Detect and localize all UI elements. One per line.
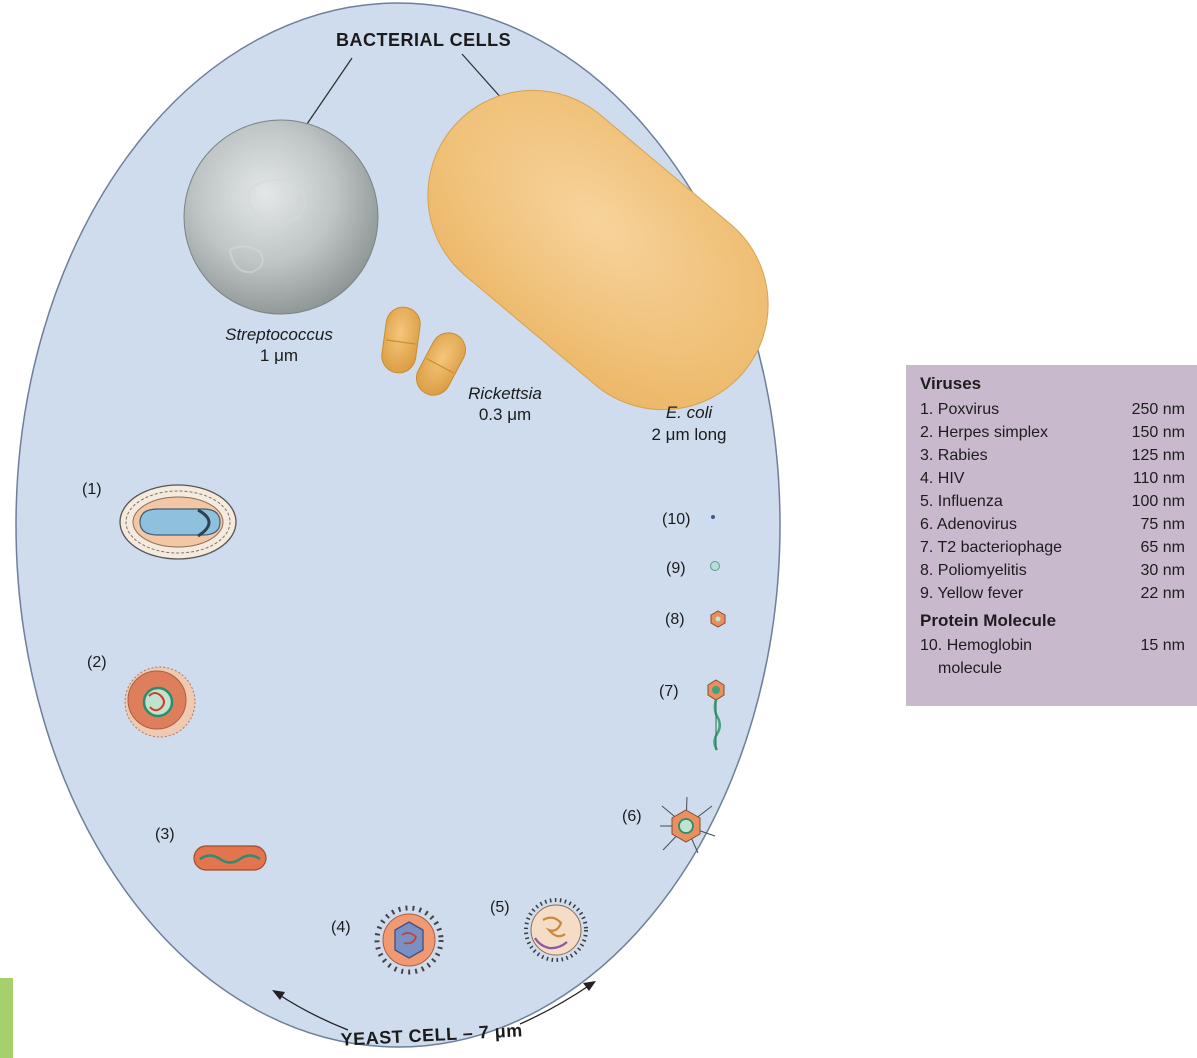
legend-virus-size: 100 nm [1132, 490, 1187, 513]
streptococcus-size: 1 μm [260, 346, 298, 365]
virus-marker-9: (9) [666, 560, 686, 577]
legend-row: 6. Adenovirus 75 nm [920, 513, 1187, 536]
legend-protein-size: 15 nm [1141, 634, 1187, 680]
legend-virus-name: 1. Poxvirus [920, 398, 999, 421]
legend-virus-size: 65 nm [1141, 536, 1187, 559]
legend-virus-name: 8. Poliomyelitis [920, 559, 1027, 582]
legend-virus-name: 4. HIV [920, 467, 964, 490]
streptococcus-cell [184, 120, 378, 314]
legend-virus-size: 150 nm [1132, 421, 1187, 444]
herpes-simplex-particle [125, 667, 195, 737]
virus-marker-6: (6) [622, 808, 642, 825]
legend-box: Viruses 1. Poxvirus 250 nm 2. Herpes simp… [906, 365, 1197, 706]
ecoli-size: 2 μm long [652, 425, 727, 444]
legend-row-protein: 10. Hemoglobin molecule 15 nm [920, 634, 1187, 680]
legend-virus-name: 9. Yellow fever [920, 582, 1023, 605]
legend-protein-name: 10. Hemoglobin molecule [920, 634, 1032, 680]
legend-virus-name: 2. Herpes simplex [920, 421, 1048, 444]
bacterial-cells-title: BACTERIAL CELLS [336, 30, 511, 50]
poxvirus-particle [120, 485, 236, 559]
legend-protein-name-line2: molecule [920, 657, 1032, 680]
legend-virus-size: 75 nm [1141, 513, 1187, 536]
legend-viruses-heading: Viruses [920, 374, 1187, 394]
legend-virus-size: 30 nm [1141, 559, 1187, 582]
hemoglobin-molecule [711, 515, 715, 519]
legend-row: 1. Poxvirus 250 nm [920, 398, 1187, 421]
virus-marker-1: (1) [82, 481, 102, 498]
yellow-fever-particle [711, 562, 720, 571]
legend-row: 9. Yellow fever 22 nm [920, 582, 1187, 605]
streptococcus-name: Streptococcus [225, 325, 333, 344]
legend-row: 3. Rabies 125 nm [920, 444, 1187, 467]
virus-marker-2: (2) [87, 654, 107, 671]
legend-row: 5. Influenza 100 nm [920, 490, 1187, 513]
virus-marker-3: (3) [155, 826, 175, 843]
rickettsia-name: Rickettsia [468, 384, 542, 403]
virus-marker-7: (7) [659, 683, 679, 700]
legend-virus-size: 125 nm [1132, 444, 1187, 467]
legend-virus-name: 7. T2 bacteriophage [920, 536, 1062, 559]
legend-virus-name: 6. Adenovirus [920, 513, 1017, 536]
rabies-particle [194, 846, 266, 870]
legend-virus-name: 5. Influenza [920, 490, 1003, 513]
legend-virus-name: 3. Rabies [920, 444, 988, 467]
yeast-arrowhead-right [583, 981, 596, 991]
legend-protein-heading: Protein Molecule [920, 611, 1187, 631]
legend-row: 8. Poliomyelitis 30 nm [920, 559, 1187, 582]
ecoli-name: E. coli [666, 403, 714, 422]
legend-protein-name-line1: 10. Hemoglobin [920, 637, 1032, 654]
rickettsia-size: 0.3 μm [479, 405, 531, 424]
green-accent-bar [0, 978, 13, 1058]
legend-virus-size: 22 nm [1141, 582, 1187, 605]
virus-marker-10: (10) [662, 511, 690, 528]
virus-marker-5: (5) [490, 899, 510, 916]
virus-marker-4: (4) [331, 919, 351, 936]
poliomyelitis-particle [711, 611, 725, 627]
legend-row: 4. HIV 110 nm [920, 467, 1187, 490]
virus-marker-8: (8) [665, 611, 685, 628]
legend-row: 7. T2 bacteriophage 65 nm [920, 536, 1187, 559]
legend-virus-size: 110 nm [1133, 467, 1187, 490]
legend-row: 2. Herpes simplex 150 nm [920, 421, 1187, 444]
legend-virus-size: 250 nm [1132, 398, 1187, 421]
